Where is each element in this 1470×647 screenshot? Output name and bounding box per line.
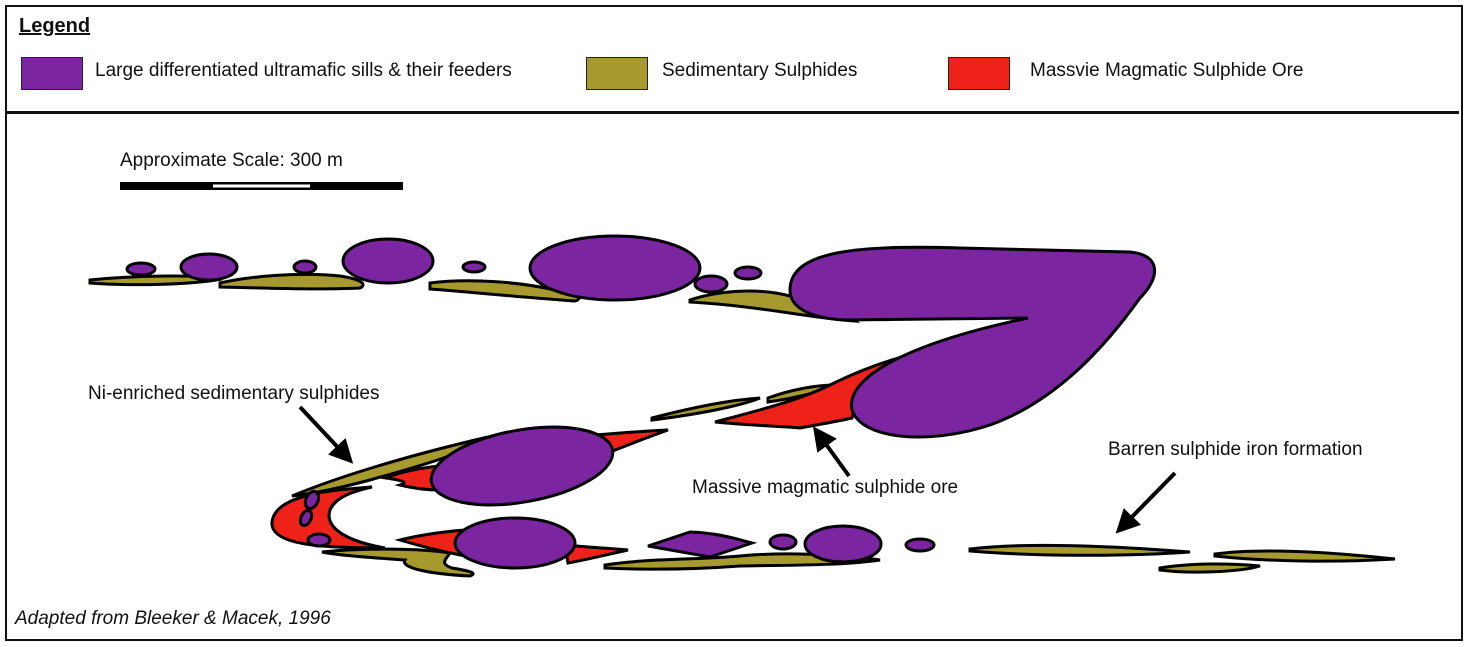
arrow-barren — [1115, 471, 1177, 534]
diagram-frame — [5, 5, 1463, 641]
legend-swatch-sedimentary — [586, 57, 648, 90]
label-barren: Barren sulphide iron formation — [1108, 439, 1363, 460]
label-ni-enriched: Ni-enriched sedimentary sulphides — [88, 383, 380, 404]
scale-bar — [120, 182, 403, 190]
legend-label-ultramafic: Large differentiated ultramafic sills & … — [95, 60, 512, 81]
scale-label: Approximate Scale: 300 m — [120, 150, 343, 171]
legend-panel: Legend Large differentiated ultramafic s… — [5, 5, 1459, 114]
ultramafic-sills — [125, 234, 1156, 570]
legend-label-magmatic-ore: Massvie Magmatic Sulphide Ore — [1030, 60, 1304, 81]
legend-swatch-magmatic-ore — [948, 57, 1010, 90]
legend-swatch-ultramafic — [21, 57, 83, 90]
legend-title: Legend — [19, 15, 91, 37]
sedimentary-sulphides — [88, 272, 1396, 578]
legend-label-sedimentary: Sedimentary Sulphides — [662, 60, 858, 81]
credit-text: Adapted from Bleeker & Macek, 1996 — [15, 608, 331, 629]
arrow-ni-enriched — [298, 405, 354, 464]
arrow-massive-ore — [812, 426, 851, 478]
label-massive-ore: Massive magmatic sulphide ore — [692, 477, 959, 498]
